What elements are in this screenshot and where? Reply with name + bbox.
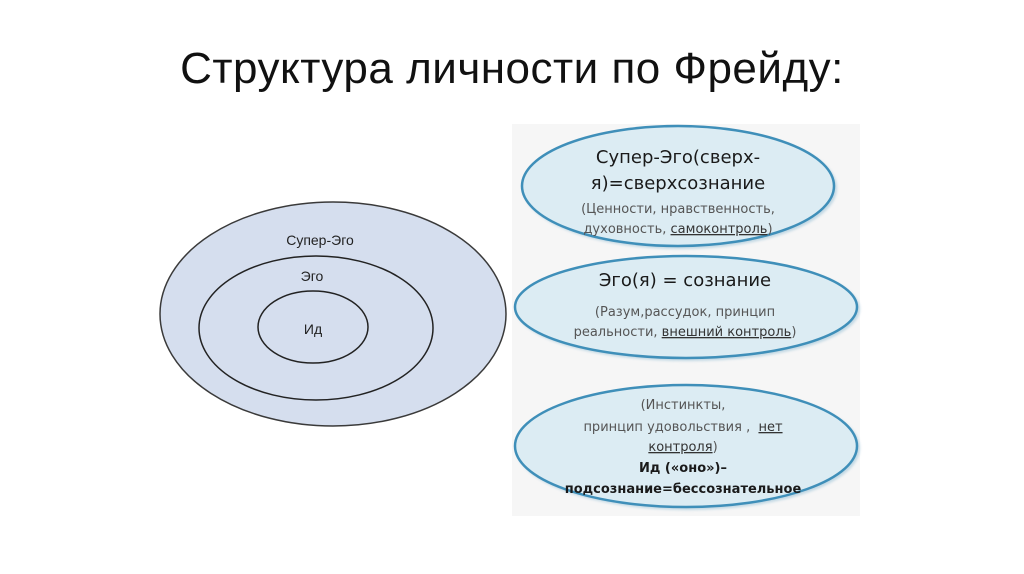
ego-heading: Эго(я) = сознание [599,270,771,291]
superego-heading-line1: Супер-Эго(сверх- [596,147,760,168]
id-heading-line1: Ид («оно»)– [639,461,727,476]
id-desc-line1: (Инстинкты, [641,398,726,413]
id-ring-label: Ид [304,321,322,337]
personality-rings: Супер-Эго Эго Ид [159,201,507,427]
superego-ellipse: Супер-Эго(сверх- я)=сверхсознание (Ценно… [520,124,837,249]
superego-ring-label: Супер-Эго [286,232,354,248]
ego-desc-line2: реальности, внешний контроль) [574,325,797,340]
ego-desc-line1: (Разум,рассудок, принцип [595,305,775,320]
superego-heading-line2: я)=сверхсознание [591,173,765,194]
id-ring [257,290,369,364]
superego-desc-line1: (Ценности, нравственность, [581,202,775,217]
id-desc-line2: принцип удовольствия , нет [583,420,783,435]
id-heading-line2: подсознание=бессознательное [565,482,802,497]
slide-title: Структура личности по Фрейду: [180,44,844,93]
id-desc-line3: контроля) [648,440,717,455]
id-ellipse: (Инстинкты, принцип удовольствия , нет к… [513,383,860,510]
superego-desc-line2: духовность, самоконтроль) [583,222,772,237]
ego-ellipse: Эго(я) = сознание (Разум,рассудок, принц… [513,254,860,361]
ego-ring-label: Эго [301,268,324,284]
